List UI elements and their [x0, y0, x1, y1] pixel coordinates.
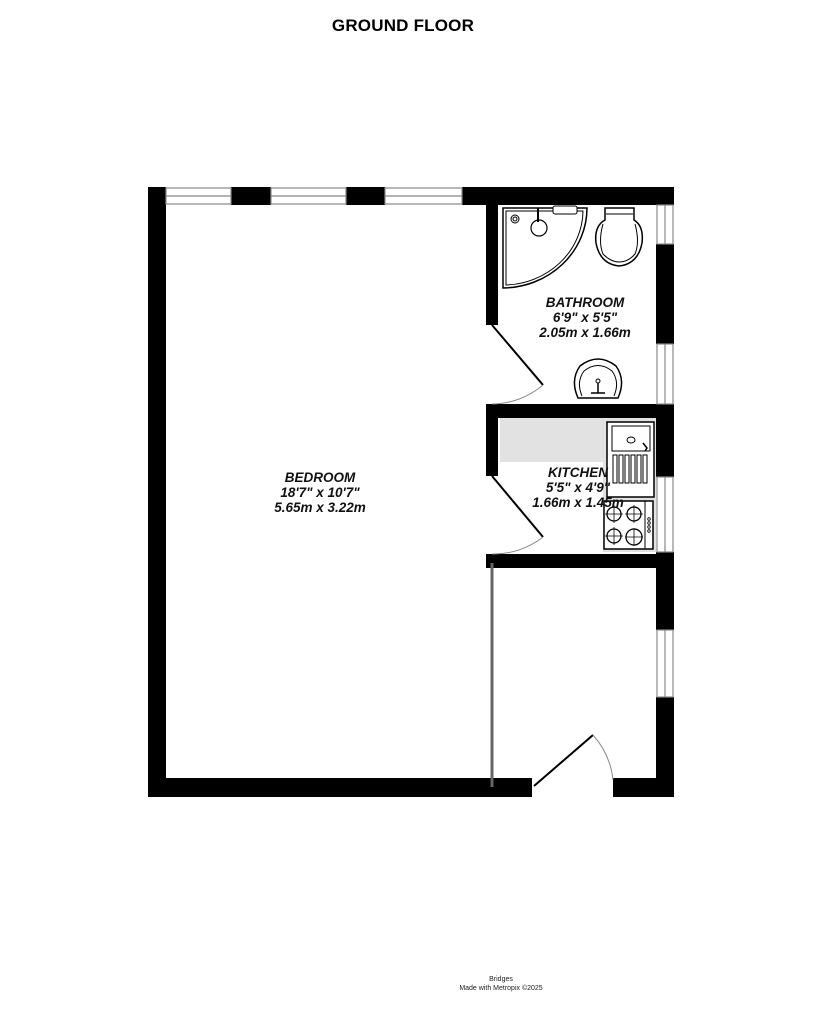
bedroom-imperial: 18'7" x 10'7": [280, 485, 360, 500]
kitchen-sink-icon: [606, 421, 655, 498]
windows-top: [165, 187, 463, 205]
bedroom-name: BEDROOM: [284, 470, 356, 485]
toilet-icon: [594, 207, 644, 267]
bedroom-label: BEDROOM 18'7" x 10'7" 5.65m x 3.22m: [240, 470, 400, 515]
walls: [148, 187, 674, 797]
bathroom-metric: 2.05m x 1.66m: [539, 325, 631, 340]
bathroom-door[interactable]: [491, 324, 544, 405]
bathroom-label: BATHROOM 6'9" x 5'5" 2.05m x 1.66m: [520, 295, 650, 340]
bathroom-name: BATHROOM: [545, 295, 625, 310]
footer: Bridges Made with Metropix ©2025: [0, 975, 822, 993]
kitchen-label: KITCHEN 5'5" x 4'9" 1.66m x 1.45m: [513, 465, 643, 510]
kitchen-metric: 1.66m x 1.45m: [532, 495, 624, 510]
hob-icon: [603, 500, 654, 550]
floor-title: GROUND FLOOR: [331, 16, 475, 35]
footer-credit: Made with Metropix ©2025: [459, 985, 543, 992]
kitchen-name: KITCHEN: [548, 465, 608, 480]
bedroom-metric: 5.65m x 3.22m: [274, 500, 366, 515]
wash-basin-icon: [573, 358, 623, 399]
kitchen-door[interactable]: [491, 475, 544, 555]
windows-right: [656, 204, 674, 698]
footer-company: Bridges: [489, 976, 513, 983]
entrance-door[interactable]: [533, 734, 614, 787]
shower-icon: [502, 205, 588, 289]
kitchen-imperial: 5'5" x 4'9": [545, 480, 611, 495]
bathroom-imperial: 6'9" x 5'5": [552, 310, 618, 325]
